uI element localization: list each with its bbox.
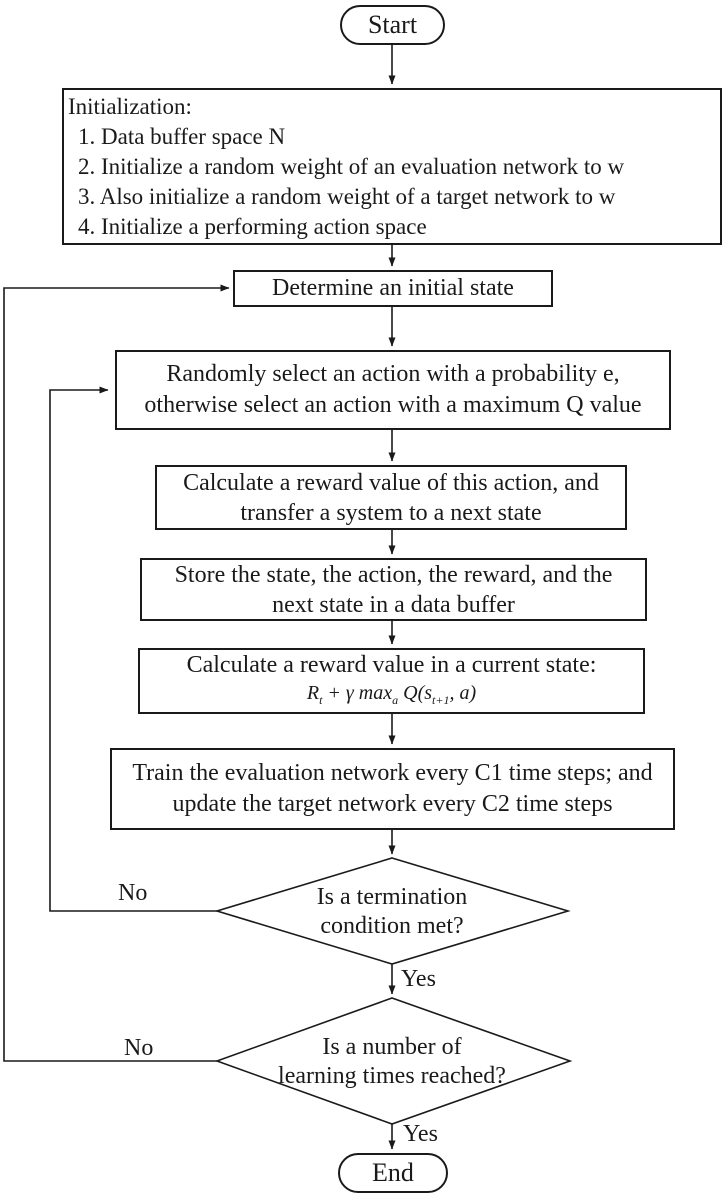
initialization-item-3: 3. Also initialize a random weight of a … [78,184,616,209]
reward-action-box: Calculate a reward value of this action,… [155,465,627,530]
determine-initial-state-box: Determine an initial state [233,270,553,307]
q-learning-formula: Rt + γ maxa Q(st+1, a) [306,681,477,707]
select-action-box: Randomly select an action with a probabi… [115,350,671,430]
end-node: End [338,1153,448,1193]
current-state-reward-box: Calculate a reward value in a current st… [138,648,645,714]
termination-yes-label: Yes [401,966,436,992]
initialization-item-2: 2. Initialize a random weight of an eval… [78,154,625,179]
termination-decision-text: Is a termination condition met? [252,883,532,941]
reward-action-line-1: Calculate a reward value of this action,… [183,469,599,496]
train-network-box: Train the evaluation network every C1 ti… [110,748,675,830]
determine-initial-state-label: Determine an initial state [272,275,514,301]
store-buffer-box: Store the state, the action, the reward,… [140,558,647,621]
learning-decision-diamond [214,997,573,1125]
initialization-box: Initialization: 1. Data buffer space N 2… [62,88,722,245]
current-state-line-1: Calculate a reward value in a current st… [186,651,597,678]
train-network-line-2: update the target network every C2 time … [172,791,613,817]
loop-termination-no [49,386,217,912]
termination-no-label: No [118,880,148,906]
reward-action-line-2: transfer a system to a next state [240,499,542,526]
store-buffer-line-1: Store the state, the action, the reward,… [174,561,613,588]
store-buffer-line-2: next state in a data buffer [272,591,515,618]
select-action-line-2: otherwise select an action with a maximu… [144,392,642,418]
learning-line-1: Is a number of [322,1034,462,1060]
learning-no-label: No [124,1035,154,1061]
select-action-line-1: Randomly select an action with a probabi… [166,361,620,387]
termination-decision-diamond [214,857,571,965]
initialization-item-1: 1. Data buffer space N [78,124,286,149]
initialization-item-4: 4. Initialize a performing action space [78,214,427,239]
train-network-line-1: Train the evaluation network every C1 ti… [132,760,653,786]
learning-line-2: learning times reached? [278,1063,506,1089]
termination-line-2: condition met? [320,913,464,939]
start-label: Start [367,10,418,39]
end-label: End [372,1158,414,1187]
loop-learning-no [3,284,230,1062]
learning-yes-label: Yes [403,1121,438,1147]
learning-decision-text: Is a number of learning times reached? [232,1033,552,1091]
start-node: Start [340,5,445,45]
initialization-title: Initialization: [68,94,192,119]
termination-line-1: Is a termination [316,884,468,910]
